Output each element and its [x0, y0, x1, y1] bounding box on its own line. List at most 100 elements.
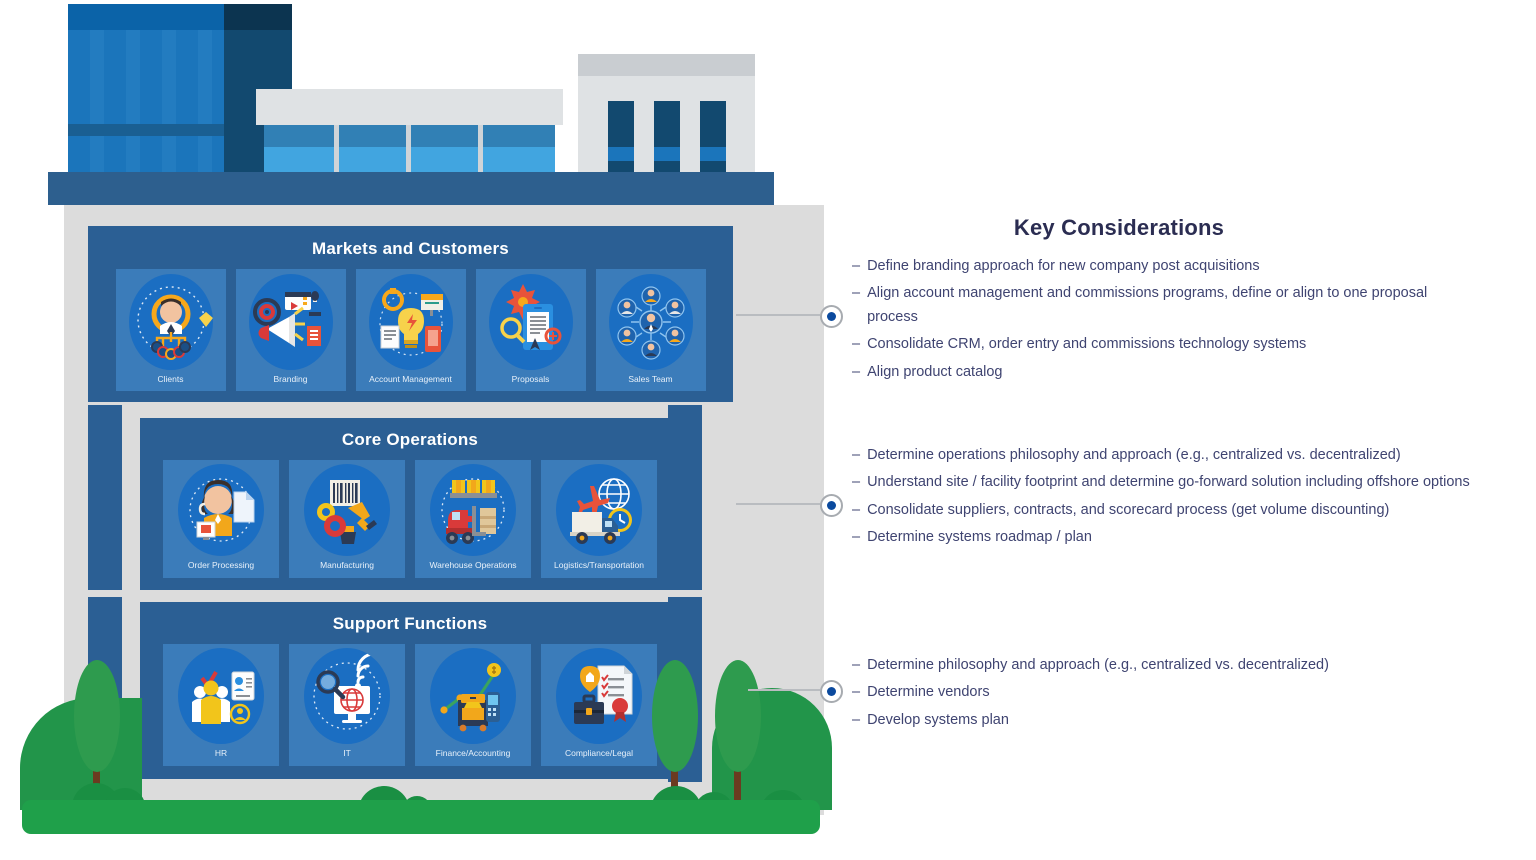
section-support-functions[interactable]: Support Functions — [140, 602, 680, 779]
tile-compliance-legal[interactable]: Compliance/Legal — [541, 644, 657, 766]
tile-manufacturing[interactable]: Manufacturing — [289, 460, 405, 578]
bullet-dash: – — [852, 363, 861, 380]
warehouse-forklift-icon — [430, 464, 516, 556]
account-management-lightbulb-icon — [368, 274, 453, 370]
roof-tower-left-icon — [68, 4, 292, 204]
list-item: – Align account management and commissio… — [852, 282, 1432, 329]
tower-stripe — [162, 30, 176, 204]
list-item: – Understand site / facility footprint a… — [852, 471, 1492, 494]
tree-top — [652, 660, 698, 772]
tile-label: IT — [343, 748, 351, 758]
connector-line-support — [748, 689, 820, 691]
list-item-text: Determine systems roadmap / plan — [867, 529, 1092, 546]
tile-order-processing[interactable]: Order Processing — [163, 460, 279, 578]
tile-finance-accounting[interactable]: Finance/Accounting — [415, 644, 531, 766]
building-illustration: Markets and Customers — [20, 4, 832, 834]
tile-label: Order Processing — [187, 560, 255, 570]
tile-label: Warehouse Operations — [429, 560, 517, 570]
connector-line-markets — [736, 314, 820, 316]
finance-chart-cash-icon — [430, 648, 516, 744]
tile-proposals[interactable]: Proposals — [475, 269, 586, 391]
considerations-group-support: – Determine philosophy and approach (e.g… — [852, 654, 1452, 736]
bullet-dash: – — [852, 529, 861, 546]
it-globe-monitor-icon — [304, 648, 390, 744]
compliance-briefcase-seal-icon — [556, 648, 642, 744]
tile-hr[interactable]: HR — [163, 644, 279, 766]
tree-trunk — [93, 752, 100, 810]
glazing-mullion — [334, 125, 339, 193]
considerations-group-markets: – Define branding approach for new compa… — [852, 255, 1432, 388]
list-item-text: Develop systems plan — [867, 711, 1009, 728]
bullet-dash: – — [852, 258, 861, 274]
tile-label: Manufacturing — [320, 560, 374, 570]
list-item-text: Determine philosophy and approach (e.g.,… — [867, 657, 1329, 673]
tile-sales-team[interactable]: Sales Team — [595, 269, 706, 391]
glazing-mullion — [406, 125, 411, 193]
glazing-mullion — [478, 125, 483, 193]
connector-dot-operations[interactable] — [820, 494, 843, 517]
tile-label: HR — [214, 748, 228, 758]
bullet-dash: – — [852, 501, 861, 518]
tile-label: Sales Team — [628, 374, 673, 384]
list-item-text: Understand site / facility footprint and… — [867, 474, 1470, 491]
logistics-truck-plane-icon — [556, 464, 642, 556]
clients-icon — [128, 274, 213, 370]
tile-label: Finance/Accounting — [435, 748, 511, 758]
entrance-canopy — [256, 89, 563, 125]
list-item: – Determine philosophy and approach (e.g… — [852, 654, 1452, 677]
proposals-document-icon — [488, 274, 573, 370]
list-item: – Develop systems plan — [852, 709, 1452, 732]
page-title: Key Considerations — [1013, 215, 1225, 240]
list-item-text: Determine operations philosophy and appr… — [867, 447, 1401, 463]
tile-label: Clients — [157, 374, 184, 384]
bullet-dash: – — [852, 684, 861, 701]
tile-account-management[interactable]: Account Management — [355, 269, 466, 391]
bullet-dash: – — [852, 285, 861, 302]
tower-column-band — [608, 147, 634, 161]
list-item-text: Consolidate suppliers, contracts, and sc… — [867, 501, 1390, 518]
bullet-dash: – — [852, 447, 861, 463]
tile-label: Logistics/Transportation — [554, 560, 644, 570]
tile-warehouse-operations[interactable]: Warehouse Operations — [415, 460, 531, 578]
hr-people-badge-icon — [178, 648, 264, 744]
order-processing-agent-icon — [178, 464, 264, 556]
list-item: – Determine operations philosophy and ap… — [852, 444, 1492, 467]
grass-base — [22, 800, 820, 834]
tower-stripe — [126, 30, 140, 204]
connector-dot-support[interactable] — [820, 680, 843, 703]
bullet-dash: – — [852, 711, 861, 728]
manufacturing-robot-arm-icon — [304, 464, 390, 556]
bullet-dash: – — [852, 657, 861, 673]
list-item: – Consolidate suppliers, contracts, and … — [852, 499, 1492, 522]
section-title-support-functions: Support Functions — [332, 614, 488, 633]
key-considerations-panel: Key Considerations – Define branding app… — [836, 0, 1536, 860]
list-item-text: Align product catalog — [867, 363, 1003, 380]
sales-team-network-icon — [608, 274, 693, 370]
considerations-group-operations: – Determine operations philosophy and ap… — [852, 444, 1492, 554]
list-item-text: Define branding approach for new company… — [867, 258, 1260, 274]
list-item-text: Consolidate CRM, order entry and commiss… — [867, 336, 1307, 353]
tower-column-band — [700, 147, 726, 161]
list-item: – Determine systems roadmap / plan — [852, 526, 1492, 549]
building-plinth — [48, 172, 774, 205]
bullet-dash: – — [852, 474, 861, 491]
section-core-operations[interactable]: Core Operations — [140, 418, 680, 590]
tree-top — [74, 660, 120, 772]
list-item: – Determine vendors — [852, 681, 1452, 704]
list-item: – Align product catalog — [852, 361, 1432, 384]
list-item-text: Align account management and commissions… — [867, 285, 1428, 325]
list-item: – Define branding approach for new compa… — [852, 255, 1432, 278]
section-title-core-operations: Core Operations — [341, 430, 479, 449]
tile-branding[interactable]: Branding — [235, 269, 346, 391]
tile-it[interactable]: IT — [289, 644, 405, 766]
tree-top — [715, 660, 761, 772]
bullet-dash: – — [852, 336, 861, 353]
tile-logistics-transportation[interactable]: Logistics/Transportation — [541, 460, 657, 578]
list-item: – Consolidate CRM, order entry and commi… — [852, 333, 1432, 356]
tile-clients[interactable]: Clients — [115, 269, 226, 391]
branding-megaphone-icon — [248, 274, 333, 370]
connector-dot-markets[interactable] — [820, 305, 843, 328]
tile-label: Account Management — [369, 374, 452, 384]
section-markets-and-customers[interactable]: Markets and Customers — [88, 226, 733, 402]
